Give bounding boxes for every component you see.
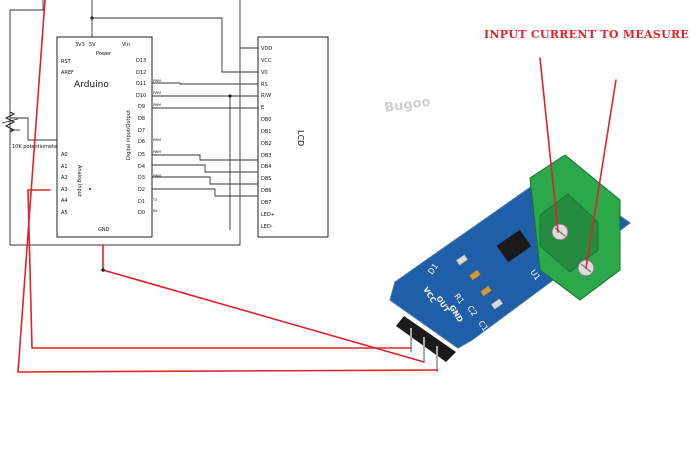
wire-gnd-to-gnd (102, 244, 425, 363)
power-pin-3v3: 3V3 (75, 42, 85, 48)
arduino-block: Arduino 3V3 5V Vin Power RST AREF A0 A1 … (56, 36, 161, 238)
digital-io-label: Digital Input/Output (126, 110, 132, 160)
lcd-pin-rs: RS (261, 82, 268, 88)
lcd-pin-rw: R/W (261, 93, 271, 99)
lcd-pin-e: E (261, 105, 264, 111)
lcd-title: LCD (296, 130, 305, 146)
pin-a4: A4 (61, 198, 68, 204)
pwm-tag-d11: PWM (153, 79, 161, 83)
pwm-tag-d5: PWM (153, 150, 161, 154)
pin-d9: D9 (138, 104, 145, 110)
pwm-tag-d9: PWM (153, 103, 161, 107)
pin-a2: A2 (61, 175, 68, 181)
pin-d5: D5 (138, 152, 145, 158)
analog-input-label: Analog Input (76, 165, 82, 197)
pin-d2: D2 (138, 187, 145, 193)
arduino-gnd-node (101, 268, 105, 272)
pin-d1: D1 (138, 199, 145, 205)
pin-d8: D8 (138, 116, 145, 122)
lcd-block: LCD VDD VCC V0 RS R/W E DB0 DB1 DB2 DB3 … (257, 36, 329, 238)
pin-d4: D4 (138, 164, 145, 170)
watermark: Bugoo (383, 95, 431, 116)
pin-a1: A1 (61, 164, 68, 170)
wire-a3-to-out (27, 189, 412, 349)
potentiometer: 10K potentiometer (1, 111, 60, 150)
lcd-pin-vdd: VDD (261, 46, 272, 52)
lcd-pin-db1: DB1 (261, 129, 271, 135)
pin-d13: D13 (136, 58, 146, 64)
potentiometer-label: 10K potentiometer (12, 144, 60, 150)
pwm-tag-d10: PWM (153, 91, 161, 95)
measure-probe-2 (585, 79, 617, 269)
smd-components (455, 254, 504, 310)
lcd-pin-db3: DB3 (261, 153, 271, 159)
rx-tag: RX (153, 209, 158, 213)
potentiometer-resistor-icon (4, 111, 16, 133)
pin-d10: D10 (136, 93, 146, 99)
lcd-pin-db5: DB5 (261, 176, 271, 182)
pwm-tags: PWM PWM PWM PWM PWM PWM TX RX (152, 79, 161, 213)
input-current-annotation: INPUT CURRENT TO MEASURE (484, 28, 689, 41)
lcd-pin-db7: DB7 (261, 200, 271, 206)
wire-5v-to-vcc (17, 0, 438, 373)
lcd-pin-labels: VDD VCC V0 RS R/W E DB0 DB1 DB2 DB3 DB4 … (261, 46, 275, 230)
pin-rst: RST (61, 59, 72, 65)
pin-a5: A5 (61, 210, 68, 216)
lcd-pin-db4: DB4 (261, 164, 271, 170)
pin-d0: D0 (138, 210, 145, 216)
lcd-pin-db2: DB2 (261, 141, 271, 147)
arduino-title: Arduino (74, 80, 109, 90)
lcd-pin-db6: DB6 (261, 188, 271, 194)
digital-pin-labels: D13 D12 D11 D10 D9 D8 D7 D6 D5 D4 D3 D2 … (136, 58, 146, 216)
pin-d3: D3 (138, 175, 145, 181)
pwm-tag-d6: PWM (153, 138, 161, 142)
lcd-pin-db0: DB0 (261, 117, 271, 123)
tx-tag: TX (152, 198, 158, 202)
a3-marker (88, 187, 92, 191)
lcd-pin-led-minus: LED- (261, 224, 273, 230)
power-pin-5v: 5V (89, 42, 96, 48)
pin-a3: A3 (61, 187, 68, 193)
pwm-tag-d3: PWM (153, 174, 161, 178)
pin-d7: D7 (138, 128, 145, 134)
power-label: Power (96, 51, 112, 57)
junction-dots (90, 16, 232, 98)
lcd-pin-led-plus: LED+ (261, 212, 275, 218)
measure-probe-1 (539, 57, 559, 233)
lcd-pin-v0: V0 (261, 70, 268, 76)
pin-d12: D12 (136, 70, 146, 76)
power-pin-vin: Vin (122, 42, 130, 48)
current-sensor-module: D1 R1 C2 C1 U1 VCC OUT GND (389, 154, 631, 372)
header-pins (396, 316, 456, 372)
pin-aref: AREF (61, 70, 74, 76)
pin-a0: A0 (61, 152, 68, 158)
schematic-wires (9, 0, 258, 246)
arduino-gnd-label: GND (98, 227, 110, 233)
sensor-chip (496, 229, 532, 263)
pin-d6: D6 (138, 139, 145, 145)
lcd-pin-vcc: VCC (261, 58, 272, 64)
pin-d11: D11 (136, 81, 146, 87)
